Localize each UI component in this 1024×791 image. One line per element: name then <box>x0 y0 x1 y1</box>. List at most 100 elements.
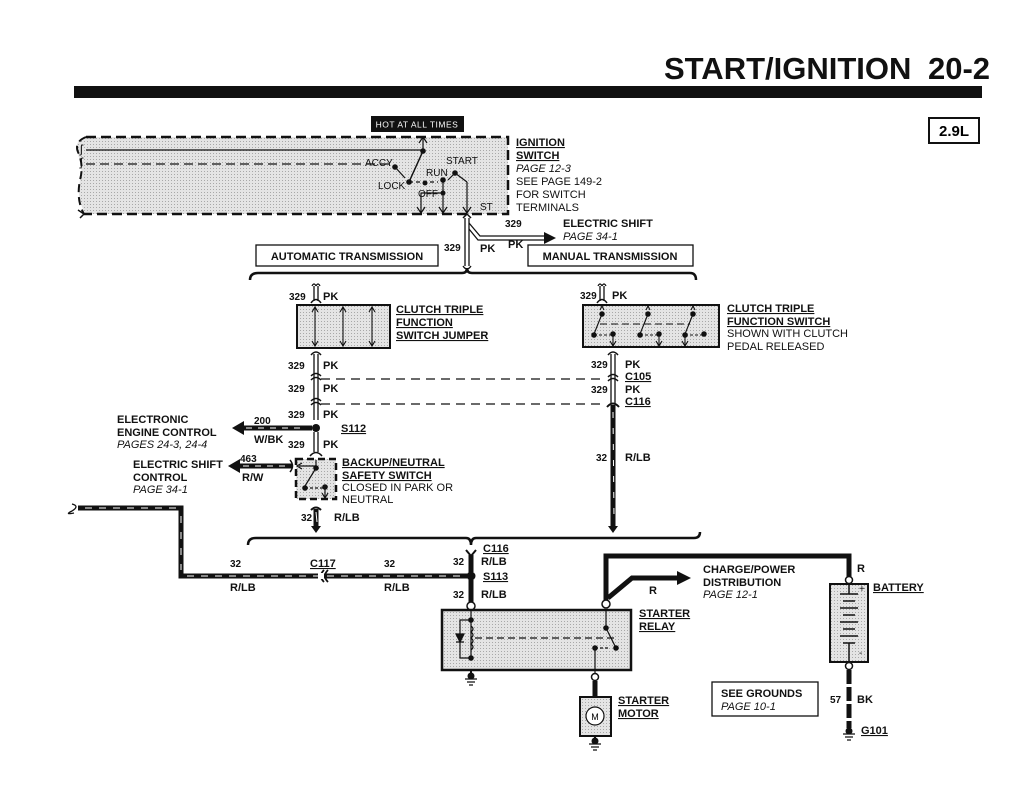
manual-transmission-box <box>527 244 694 267</box>
shift-control-label-2: CONTROL <box>133 472 188 484</box>
backup-switch-label-1: BACKUP/NEUTRAL <box>342 457 445 469</box>
ground-circuit: 57 <box>830 695 842 706</box>
backup-switch-label-3: CLOSED IN PARK OR <box>342 482 453 494</box>
connector-c105: C105 <box>625 371 651 383</box>
left-wire-circuit: 32 <box>230 559 242 570</box>
position-off: OFF <box>418 189 438 200</box>
ignition-switch-body <box>76 137 508 214</box>
manual-in-circuit: 329 <box>580 291 597 302</box>
auto-wire-4-color: PK <box>323 439 338 451</box>
clutch-triple-function-switch <box>582 304 720 348</box>
engine-badge <box>928 117 980 144</box>
auto-wire-1-color: PK <box>323 360 338 372</box>
lower-circuit: C116 32 R/LB S113 32 R/LB C117 32 R/LB 3… <box>67 503 924 751</box>
auto-out-circuit: 32 <box>301 513 313 524</box>
manual-branch: 329 PK CLUTCH TRIPLE FUNCTION SWITCH SHO… <box>321 283 848 533</box>
manual-wire-1-circuit: 329 <box>591 360 608 371</box>
auto-in-color: PK <box>323 291 338 303</box>
shift-control-label-1: ELECTRIC SHIFT <box>133 459 223 471</box>
splice-s113-label: S113 <box>483 571 508 583</box>
hot-at-all-times-badge <box>371 116 464 132</box>
c116-circuit: 32 <box>453 557 465 568</box>
ignition-switch-page: PAGE 12-3 <box>516 163 572 175</box>
splice-s112 <box>312 424 320 432</box>
jumper-label-2: FUNCTION <box>396 317 453 329</box>
starter-relay-label-1: STARTER <box>639 608 690 620</box>
position-st: ST <box>480 202 493 213</box>
electric-shift-circuit: 329 <box>505 219 522 230</box>
main-feed-color: PK <box>480 243 495 255</box>
position-accy: ACCY <box>365 158 393 169</box>
clutch-switch-label-3: SHOWN WITH CLUTCH <box>727 328 848 340</box>
backup-switch-label-4: NEUTRAL <box>342 494 393 506</box>
electric-shift-page: PAGE 34-1 <box>563 231 618 243</box>
auto-wire-3-circuit: 329 <box>288 410 305 421</box>
battery-minus: - <box>859 648 862 659</box>
ignition-switch-name-2: SWITCH <box>516 150 559 162</box>
charge-wire-color: R <box>649 585 657 597</box>
position-lock: LOCK <box>378 181 406 192</box>
shift-control-color: R/W <box>242 472 264 484</box>
eec-pages: PAGES 24-3, 24-4 <box>117 439 207 451</box>
main-feed-circuit: 329 <box>444 243 461 254</box>
clutch-switch-label-2: FUNCTION SWITCH <box>727 316 830 328</box>
relay-feed-color: R/LB <box>481 589 507 601</box>
c116-color: R/LB <box>481 556 507 568</box>
transmission-branches: AUTOMATIC TRANSMISSION MANUAL TRANSMISSI… <box>248 244 698 281</box>
eec-circuit: 200 <box>254 416 271 427</box>
automatic-transmission-box <box>255 244 439 267</box>
starter-relay-label-2: RELAY <box>639 621 676 633</box>
automatic-transmission-label: AUTOMATIC TRANSMISSION <box>271 251 423 263</box>
connector-c116-upper: C116 <box>625 396 651 408</box>
starter-motor-label-1: STARTER <box>618 695 669 707</box>
backup-switch-label-2: SAFETY SWITCH <box>342 470 432 482</box>
ignition-switch-name-1: IGNITION <box>516 137 565 149</box>
starter-motor-label-2: MOTOR <box>618 708 659 720</box>
svg-text:ʃ: ʃ <box>79 142 84 156</box>
charge-page: PAGE 12-1 <box>703 589 758 601</box>
clutch-switch-label-4: PEDAL RELEASED <box>727 341 824 353</box>
manual-transmission-label: MANUAL TRANSMISSION <box>543 251 678 263</box>
manual-out-circuit: 32 <box>596 453 608 464</box>
auto-wire-2-circuit: 329 <box>288 384 305 395</box>
ground-color: BK <box>857 694 873 706</box>
shift-control-circuit: 463 <box>240 454 257 465</box>
page-title: START/IGNITION <box>664 51 911 86</box>
splice-s113 <box>466 571 476 581</box>
manual-wire-2-color: PK <box>625 384 640 396</box>
auto-wire-4-circuit: 329 <box>288 440 305 451</box>
ignition-switch: HOT AT ALL TIMES ʃ ʃ ACCY LOCK OFF <box>76 116 602 219</box>
position-run: RUN <box>426 168 448 179</box>
starter-relay <box>440 608 633 672</box>
splice-s112-label: S112 <box>341 423 366 435</box>
mid-wire-circuit: 32 <box>384 559 396 570</box>
battery-plus: + <box>859 584 865 595</box>
manual-out-color: R/LB <box>625 452 651 464</box>
ignition-switch-see-3: TERMINALS <box>516 202 579 214</box>
jumper-label-3: SWITCH JUMPER <box>396 330 488 342</box>
auto-out-color: R/LB <box>334 512 360 524</box>
grounds-note-1: SEE GROUNDS <box>721 688 802 700</box>
motor-symbol: M <box>591 712 599 722</box>
main-feed: 329 PK 329 PK ELECTRIC SHIFT PAGE 34-1 <box>444 212 653 270</box>
charge-label-2: DISTRIBUTION <box>703 577 781 589</box>
manual-wire-1-color: PK <box>625 359 640 371</box>
grounds-note-2: PAGE 10-1 <box>721 701 776 713</box>
relay-feed-circuit: 32 <box>453 590 465 601</box>
manual-in-color: PK <box>612 290 627 302</box>
battery-wire-color: R <box>857 563 865 575</box>
engine-badge-label: 2.9L <box>939 123 969 140</box>
merge-brace <box>246 531 702 546</box>
electric-shift-title: ELECTRIC SHIFT <box>563 218 653 230</box>
left-wire-color: R/LB <box>230 582 256 594</box>
battery-label: BATTERY <box>873 582 924 594</box>
ignition-switch-see-2: FOR SWITCH <box>516 189 586 201</box>
page-number: 20-2 <box>928 51 990 86</box>
auto-wire-1-circuit: 329 <box>288 361 305 372</box>
eec-color: W/BK <box>254 434 283 446</box>
electric-shift-color: PK <box>508 239 523 251</box>
header-rule <box>74 86 982 98</box>
automatic-branch: 329 PK CLUTCH TRIPLE FUNCTION SWITCH JUM… <box>117 283 488 533</box>
charge-label-1: CHARGE/POWER <box>703 564 795 576</box>
